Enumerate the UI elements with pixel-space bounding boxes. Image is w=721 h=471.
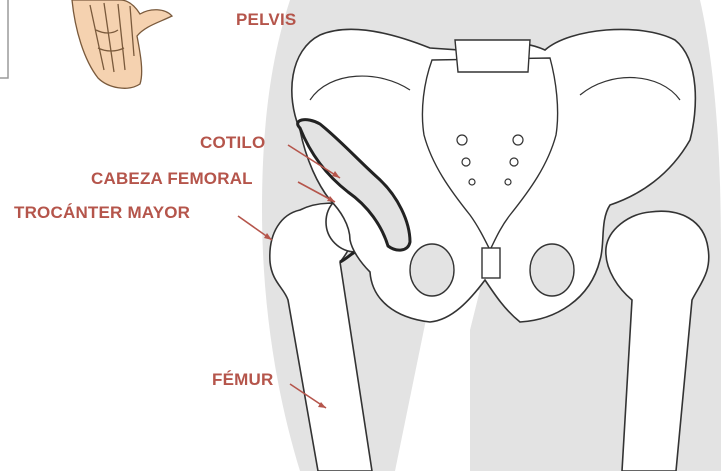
label-cotilo: COTILO bbox=[200, 133, 265, 153]
left-obturator-foramen bbox=[410, 244, 454, 296]
right-obturator-foramen bbox=[530, 244, 574, 296]
label-pelvis: PELVIS bbox=[236, 10, 296, 30]
frame-edge bbox=[0, 0, 8, 78]
lumbar-vertebra bbox=[455, 40, 530, 72]
hand-illustration-icon bbox=[72, 0, 172, 88]
label-femur: FÉMUR bbox=[212, 370, 273, 390]
label-trocanter-mayor: TROCÁNTER MAYOR bbox=[14, 203, 190, 223]
pubic-symphysis bbox=[482, 248, 500, 278]
label-cabeza-femoral: CABEZA FEMORAL bbox=[91, 169, 253, 189]
